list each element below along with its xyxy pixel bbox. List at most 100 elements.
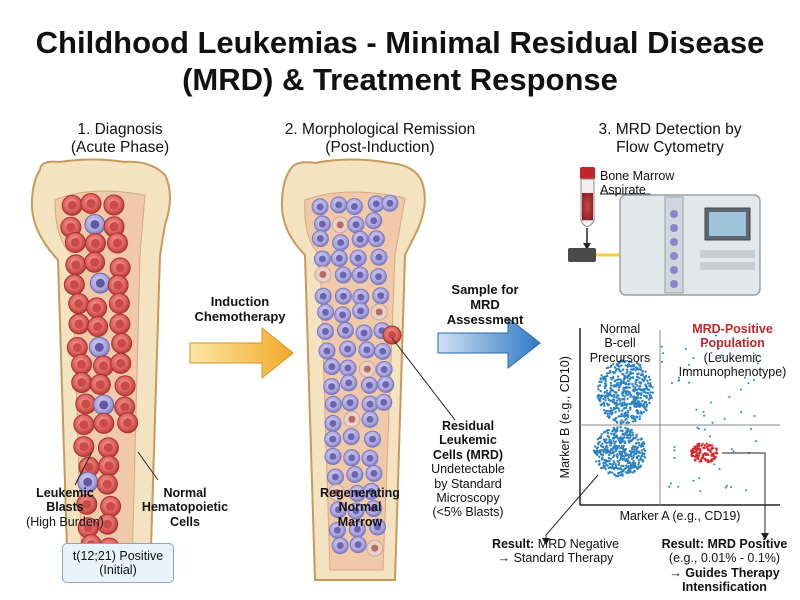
normal-precursor-dot <box>598 380 601 383</box>
normal-precursor-dot <box>624 449 627 453</box>
sample-label-line1: Sample for <box>451 282 519 297</box>
normal-precursor-dot <box>618 409 621 413</box>
marrow-cell-nucleus <box>354 541 362 549</box>
normal-precursor-dot <box>606 434 609 438</box>
normal-precursor-dot <box>618 441 622 445</box>
normal-precursor-dot <box>643 455 646 458</box>
marrow-cell-nucleus <box>345 379 353 387</box>
normal-precursor-dot <box>617 463 620 467</box>
regenerating-label-line2: Normal <box>338 500 382 515</box>
regenerating-label: Regenerating Normal Marrow <box>300 486 420 529</box>
normal-precursor-dot <box>626 397 629 400</box>
normal-precursor-dot <box>619 370 622 373</box>
normal-precursor-dot <box>623 395 626 398</box>
normal-precursor-dot <box>645 396 649 399</box>
background-dot <box>728 396 731 399</box>
normal-precursor-dot <box>606 404 610 407</box>
blast-cell-nucleus <box>114 298 124 308</box>
normal-precursor-dot <box>618 365 621 368</box>
normal-precursor-dot <box>630 428 633 432</box>
mrd-positive-dot <box>690 454 694 458</box>
normal-precursor-dot <box>645 409 648 412</box>
translocation-line2: (Initial) <box>99 563 137 577</box>
mrd-positive-dot <box>699 448 702 452</box>
blast-cell-nucleus <box>93 322 103 332</box>
normal-precursor-dot <box>623 436 626 439</box>
mrd-positive-dot <box>706 447 709 450</box>
normal-precursor-dot <box>606 412 610 415</box>
normal-precursor-dot <box>635 449 638 452</box>
blast-cell-nucleus <box>79 442 89 452</box>
blast-cell-nucleus <box>99 418 109 428</box>
marrow-cell-nucleus <box>348 454 356 462</box>
background-dot <box>660 360 663 363</box>
normal-precursor-dot <box>607 409 610 413</box>
background-dot <box>670 482 673 485</box>
background-dot <box>673 457 676 460</box>
normal-precursor-dot <box>623 452 627 455</box>
normal-precursor-dot <box>617 367 620 371</box>
normal-precursor-dot <box>609 443 612 447</box>
normal-precursor-dot <box>612 395 616 398</box>
normal-precursor-dot <box>608 369 612 373</box>
normal-precursor-dot <box>638 376 641 380</box>
normal-precursor-dot <box>619 446 622 450</box>
normal-precursor-dot <box>599 403 602 407</box>
blast-cell-nucleus <box>79 420 89 430</box>
mrd-positive-dot <box>715 447 718 450</box>
marrow-cell-nucleus <box>316 203 324 211</box>
normal-precursor-dot <box>614 385 618 388</box>
normal-precursor-dot <box>637 450 641 453</box>
normal-precursor-dot <box>612 375 615 379</box>
normal-precursor-dot <box>616 421 619 424</box>
normal-precursor-dot <box>612 418 615 421</box>
normal-precursor-dot <box>618 437 621 440</box>
normal-precursor-dot <box>616 447 619 450</box>
normal-precursor-dot <box>607 449 611 453</box>
background-dot <box>754 354 757 357</box>
normal-precursor-dot <box>619 381 622 385</box>
marrow-cell-nucleus <box>353 489 361 497</box>
panel-title-diagnosis-line1: 1. Diagnosis <box>77 121 163 138</box>
mrd-positive-dot <box>703 444 707 447</box>
residual-label-line6: Microscopy <box>436 490 500 505</box>
normal-precursor-dot <box>607 440 610 444</box>
normal-precursor-dot <box>603 464 606 468</box>
normal-precursor-dot <box>605 372 609 375</box>
normal-precursor-dot <box>623 386 626 390</box>
normal-precursor-dot <box>599 436 602 439</box>
normal-precursor-dot <box>632 445 635 448</box>
normal-precursor-dot <box>621 429 624 433</box>
blast-cell-nucleus <box>104 461 114 471</box>
normal-precursor-dot <box>620 364 623 367</box>
normal-precursor-dot <box>613 442 616 445</box>
normal-precursor-dot <box>639 384 642 388</box>
background-dot <box>747 382 750 385</box>
normal-precursor-dot <box>622 421 625 424</box>
normal-precursor-dot <box>647 375 651 379</box>
normal-precursor-dot <box>632 376 635 380</box>
normal-precursor-dot <box>626 386 630 389</box>
normal-precursor-dot <box>619 360 622 364</box>
normal-precursor-dot <box>608 438 611 442</box>
normal-precursor-dot <box>598 384 602 387</box>
sample-label-line3: Assessment <box>446 311 524 327</box>
marrow-cell-nucleus <box>344 364 352 372</box>
normal-precursor-dot <box>630 360 633 364</box>
result-positive-line2: → Guides Therapy <box>669 565 780 580</box>
normal-precursor-dot <box>617 386 620 389</box>
normal-precursor-dot <box>628 439 631 442</box>
normal-precursor-dot <box>636 438 639 442</box>
normal-precursor-dot <box>593 445 597 448</box>
normal-precursor-dot <box>624 386 628 390</box>
normal-precursor-dot <box>630 368 633 371</box>
normal-precursor-dot <box>620 413 623 417</box>
normal-precursor-dot <box>616 437 620 440</box>
normal-precursor-dot <box>602 408 606 412</box>
residual-label-line7: (<5% Blasts) <box>432 505 504 520</box>
normal-precursor-dot <box>627 374 631 378</box>
blast-cell-nucleus <box>77 378 87 388</box>
normal-precursor-dot <box>617 461 621 464</box>
normal-precursor-dot <box>615 363 619 366</box>
